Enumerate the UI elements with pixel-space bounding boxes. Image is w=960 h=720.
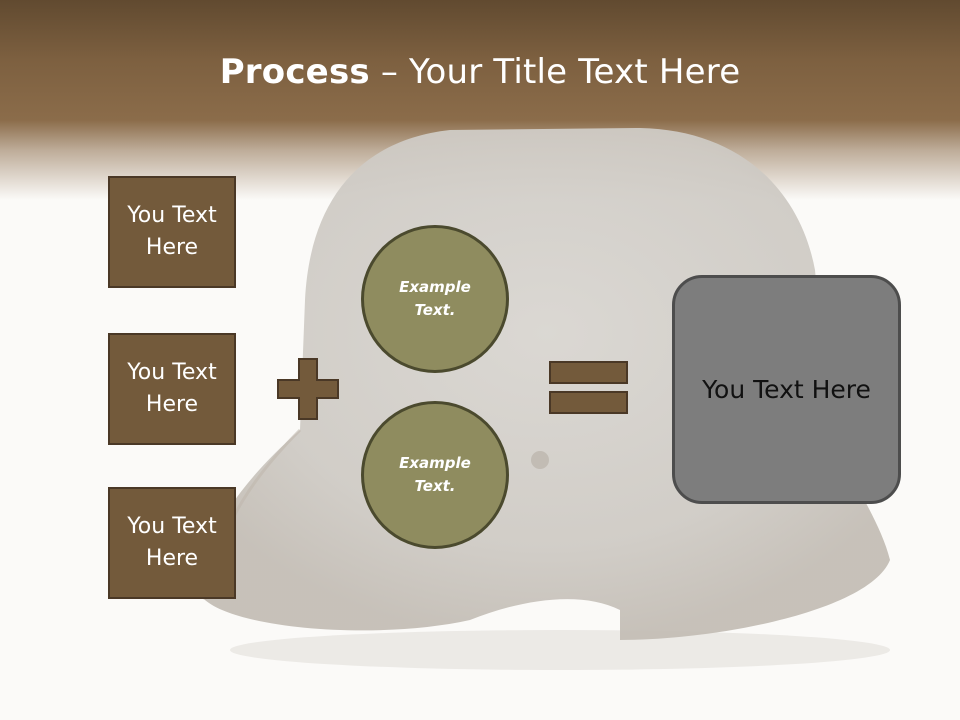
result-label: You Text Here bbox=[702, 375, 871, 404]
example-circle-1[interactable]: Example Text. bbox=[361, 225, 509, 373]
title-rest: – Your Title Text Here bbox=[369, 52, 741, 92]
equals-icon bbox=[549, 361, 628, 414]
result-box[interactable]: You Text Here bbox=[672, 275, 901, 504]
text-box-1[interactable]: You Text Here bbox=[108, 176, 236, 288]
circle-label: Example Text. bbox=[399, 454, 471, 495]
title-bold: Process bbox=[219, 52, 370, 92]
example-circle-2[interactable]: Example Text. bbox=[361, 401, 509, 549]
text-box-3[interactable]: You Text Here bbox=[108, 487, 236, 599]
text-box-label: You Text Here bbox=[127, 360, 217, 417]
text-box-2[interactable]: You Text Here bbox=[108, 333, 236, 445]
plus-icon bbox=[277, 358, 339, 420]
page-title: Process – Your Title Text Here bbox=[0, 52, 960, 92]
text-box-label: You Text Here bbox=[127, 203, 217, 260]
circle-label: Example Text. bbox=[399, 278, 471, 319]
text-box-label: You Text Here bbox=[127, 514, 217, 571]
